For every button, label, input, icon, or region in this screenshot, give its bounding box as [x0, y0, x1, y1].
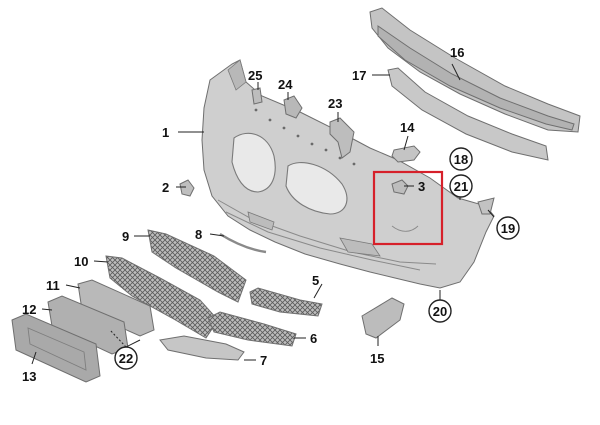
part-24-mount[interactable] [283, 95, 303, 119]
callout-23: 23 [328, 96, 342, 111]
part-17-absorber[interactable] [387, 67, 549, 161]
callout-3: 3 [418, 179, 425, 194]
callout-12: 12 [22, 302, 36, 317]
part-10-lower-grille[interactable] [105, 255, 219, 339]
callout-17: 17 [352, 68, 366, 83]
callout-10: 10 [74, 254, 88, 269]
part-2-small-cap[interactable] [179, 179, 195, 197]
part-9-center-grille[interactable] [147, 229, 247, 303]
callout-18-circle: 18 [449, 147, 473, 171]
svg-text:20: 20 [433, 304, 447, 319]
callout-21-circle: 21 [449, 174, 473, 198]
callout-19-circle: 19 [496, 216, 520, 240]
part-16-bumper-carrier[interactable] [369, 7, 581, 133]
callout-2: 2 [162, 180, 169, 195]
part-23-bracket[interactable] [329, 117, 355, 159]
part-15-bracket[interactable] [361, 297, 405, 339]
part-1-bumper-trim-panel[interactable] [201, 59, 495, 289]
callout-25: 25 [248, 68, 262, 83]
leader-lines [31, 63, 495, 365]
part-3-bracket[interactable] [391, 179, 409, 195]
part-7-lower-trim[interactable] [159, 335, 245, 361]
callout-9: 9 [122, 229, 129, 244]
callout-4: 24 [278, 77, 293, 92]
callout-15: 15 [370, 351, 384, 366]
callout-14: 14 [400, 120, 415, 135]
callout-11: 11 [46, 278, 60, 293]
callout-5: 5 [312, 273, 319, 288]
svg-text:18: 18 [454, 152, 468, 167]
callout-6: 6 [310, 331, 317, 346]
svg-text:22: 22 [119, 351, 133, 366]
part-5-side-grille[interactable] [249, 287, 323, 317]
svg-text:19: 19 [501, 221, 515, 236]
part-8-trim-strip[interactable] [219, 232, 267, 254]
part-14-holder[interactable] [391, 145, 421, 163]
svg-text:21: 21 [454, 179, 468, 194]
callout-8: 8 [195, 227, 202, 242]
part-25-clip[interactable] [251, 87, 263, 105]
callout-7: 7 [260, 353, 267, 368]
highlight-box [372, 170, 444, 246]
callout-20-circle: 20 [428, 299, 452, 323]
part-19-corner-piece[interactable] [477, 197, 495, 215]
part-6-side-grille[interactable] [207, 311, 297, 347]
callout-16: 16 [450, 45, 464, 60]
callout-1: 1 [162, 125, 169, 140]
callout-22-circle: 22 [114, 346, 138, 370]
callout-13: 13 [22, 369, 36, 384]
